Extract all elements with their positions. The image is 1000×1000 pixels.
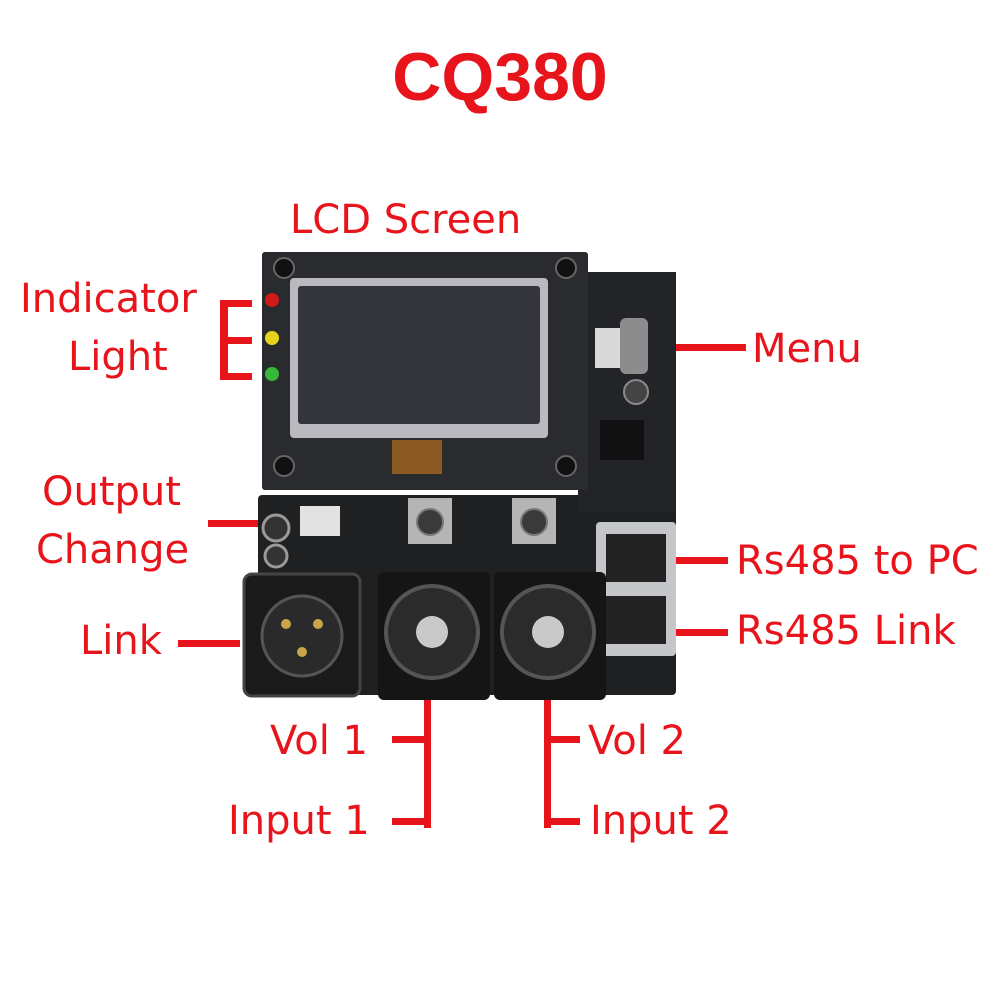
output-switch <box>300 506 340 536</box>
vol2-knob-icon <box>520 508 548 536</box>
product-title: CQ380 <box>392 39 608 115</box>
capacitor-icon <box>263 543 289 569</box>
indicator-bracket-bottom <box>220 373 252 380</box>
indicator-bracket-mid <box>220 337 252 344</box>
label-indicator-light-line2: Light <box>68 334 168 380</box>
xlr-pin-icon <box>297 647 307 657</box>
led-yellow-icon <box>265 331 279 345</box>
combo-input2-jack-icon <box>532 616 564 648</box>
screw-hole-icon <box>555 257 577 279</box>
link-leader-line <box>178 640 240 647</box>
screw-hole-icon <box>555 455 577 477</box>
ic-chip <box>600 420 644 460</box>
output-change-leader-line <box>208 520 263 527</box>
label-rs485-link: Rs485 Link <box>736 608 956 654</box>
xlr-socket-icon <box>260 594 344 678</box>
label-indicator-light-line1: Indicator <box>20 276 197 322</box>
xlr-pin-icon <box>281 619 291 629</box>
lcd-glass <box>298 286 540 424</box>
led-red-icon <box>265 293 279 307</box>
screw-hole-icon <box>273 257 295 279</box>
input1-bracket-vertical <box>424 698 431 828</box>
combo-input1-jack-icon <box>416 616 448 648</box>
label-lcd-screen: LCD Screen <box>290 197 522 243</box>
label-menu: Menu <box>752 326 862 372</box>
lcd-ribbon <box>392 440 442 474</box>
indicator-bracket-top <box>220 300 252 307</box>
xlr-pin-icon <box>313 619 323 629</box>
rj45-port-pc <box>606 534 666 582</box>
input1-bracket-arm <box>392 818 431 825</box>
vol1-knob-icon <box>416 508 444 536</box>
vol2-bracket-arm <box>544 736 580 743</box>
menu-encoder-shaft <box>620 318 648 374</box>
capacitor-icon <box>261 513 291 543</box>
led-green-icon <box>265 367 279 381</box>
label-input-2: Input 2 <box>590 798 732 844</box>
rs485-pc-leader-line <box>676 557 728 564</box>
label-vol-1: Vol 1 <box>270 718 369 764</box>
label-output-change-line1: Output <box>42 469 181 515</box>
label-input-1: Input 1 <box>228 798 370 844</box>
rj45-port-link <box>606 596 666 644</box>
capacitor-icon <box>623 379 649 405</box>
vol1-bracket-arm <box>392 736 431 743</box>
rs485-link-leader-line <box>676 629 728 636</box>
label-link: Link <box>80 618 162 664</box>
input2-bracket-arm <box>544 818 580 825</box>
label-rs485-to-pc: Rs485 to PC <box>736 538 979 584</box>
input2-bracket-vertical <box>544 698 551 828</box>
screw-hole-icon <box>273 455 295 477</box>
menu-leader-line <box>672 344 746 351</box>
label-vol-2: Vol 2 <box>588 718 687 764</box>
label-output-change-line2: Change <box>36 527 190 573</box>
